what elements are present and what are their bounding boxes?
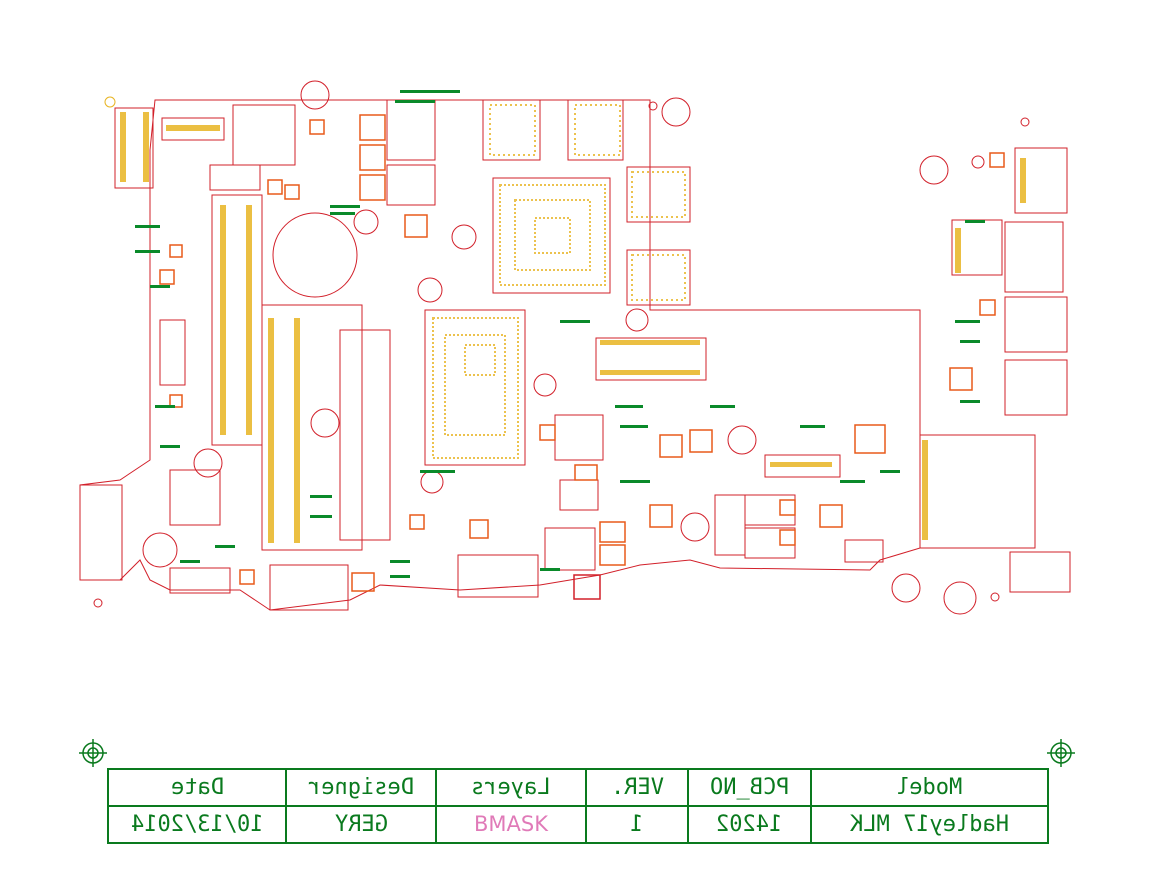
fiducial-target-icon: [1047, 739, 1075, 767]
title-block-value-row: 10/13/2014 GERY BMASK 1 14202 Hadley17 M…: [107, 805, 1049, 844]
dimm-socket-1: [211, 194, 263, 446]
io-connector-1: [1014, 147, 1068, 214]
mount-hole: [300, 80, 330, 110]
header-pcb-no: PCB_NO: [709, 775, 790, 800]
value-version: 1: [630, 812, 644, 837]
value-designer: GERY: [334, 812, 388, 837]
title-block-table: Date Designer Layers VER. PCB_NO Model 1…: [107, 768, 1049, 844]
value-date: 10/13/2014: [130, 812, 264, 837]
gpu-package: [492, 177, 611, 294]
value-layers: BMASK: [474, 812, 548, 836]
header-layers: Layers: [471, 775, 551, 800]
cpu-socket: [424, 309, 526, 466]
dimm-socket-2: [261, 304, 363, 551]
value-pcb-no: 14202: [716, 812, 783, 837]
header-model: Model: [896, 775, 963, 800]
fiducial-target-icon: [79, 739, 107, 767]
header-version: VER.: [610, 775, 664, 800]
header-date: Date: [170, 775, 224, 800]
title-block-header-row: Date Designer Layers VER. PCB_NO Model: [107, 768, 1049, 807]
value-model: Hadley17 MLK: [850, 812, 1009, 837]
header-designer: Designer: [308, 775, 414, 800]
coin-battery: [272, 212, 358, 298]
